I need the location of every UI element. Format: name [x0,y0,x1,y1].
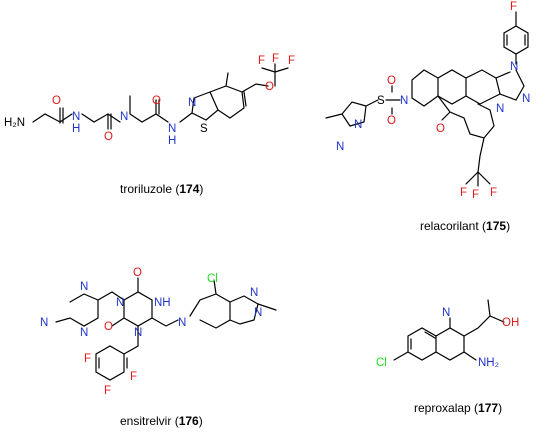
nitrogen-label: N [120,111,128,123]
nitrogen-label: N [400,95,408,107]
sulfur-label: S [200,123,208,135]
fluorine-label: F [130,371,137,383]
oxygen-label: O [436,123,445,135]
fluorine-label: F [490,187,497,199]
nitrogen-label: N [116,297,124,309]
amine-label: NH₂ [478,357,499,369]
nitrogen-label: N [80,327,88,339]
nitrogen-label: N [354,119,362,131]
oxygen-label: O [133,267,142,279]
oxygen-label: O [387,75,396,87]
nitrogen-label: N [496,103,504,115]
relacorilant-structure [325,11,529,187]
nh-label: NH [154,297,171,309]
hydrogen-label: H [72,123,80,135]
caption-174: troriluzole (174) [120,182,203,196]
fluorine-label: F [510,1,517,13]
fluorine-label: F [288,55,295,67]
oxygen-label: O [265,81,274,93]
chlorine-label: Cl [207,273,218,285]
hydrogen-label: H [168,135,176,147]
nitrogen-label: N [254,307,262,319]
chlorine-label: Cl [376,357,387,369]
oxygen-label: O [104,131,113,143]
fluorine-label: F [104,385,111,397]
ensitrelvir-structure [55,277,277,381]
oxygen-label: O [152,95,161,107]
h2n-label: H₂N [4,117,25,129]
sulfur-label: S [377,95,385,107]
nitrogen-label: N [168,123,176,135]
reproxalap-structure [393,299,505,361]
nitrogen-label: N [250,287,258,299]
nitrogen-label: N [188,97,196,109]
fluorine-label: F [460,187,467,199]
nitrogen-label: N [510,61,518,73]
nitrogen-label: N [80,281,88,293]
nitrogen-label: N [336,141,344,153]
fluorine-label: F [472,189,479,201]
nitrogen-label: N [72,111,80,123]
fluorine-label: F [84,353,91,365]
fluorine-label: F [258,55,265,67]
caption-176: ensitrelvir (176) [120,414,203,428]
troriluzole-structure [32,63,289,130]
hydroxyl-label: OH [502,317,519,329]
caption-177: reproxalap (177) [414,401,502,415]
oxygen-label: O [52,95,61,107]
fluorine-label: F [272,53,279,65]
nitrogen-label: N [442,307,450,319]
nitrogen-label: N [134,327,142,339]
oxygen-label: O [104,321,113,333]
oxygen-label: O [387,115,396,127]
nitrogen-label: N [522,93,530,105]
nitrogen-label: N [178,317,186,329]
caption-175: relacorilant (175) [420,219,510,233]
nitrogen-label: N [40,317,48,329]
